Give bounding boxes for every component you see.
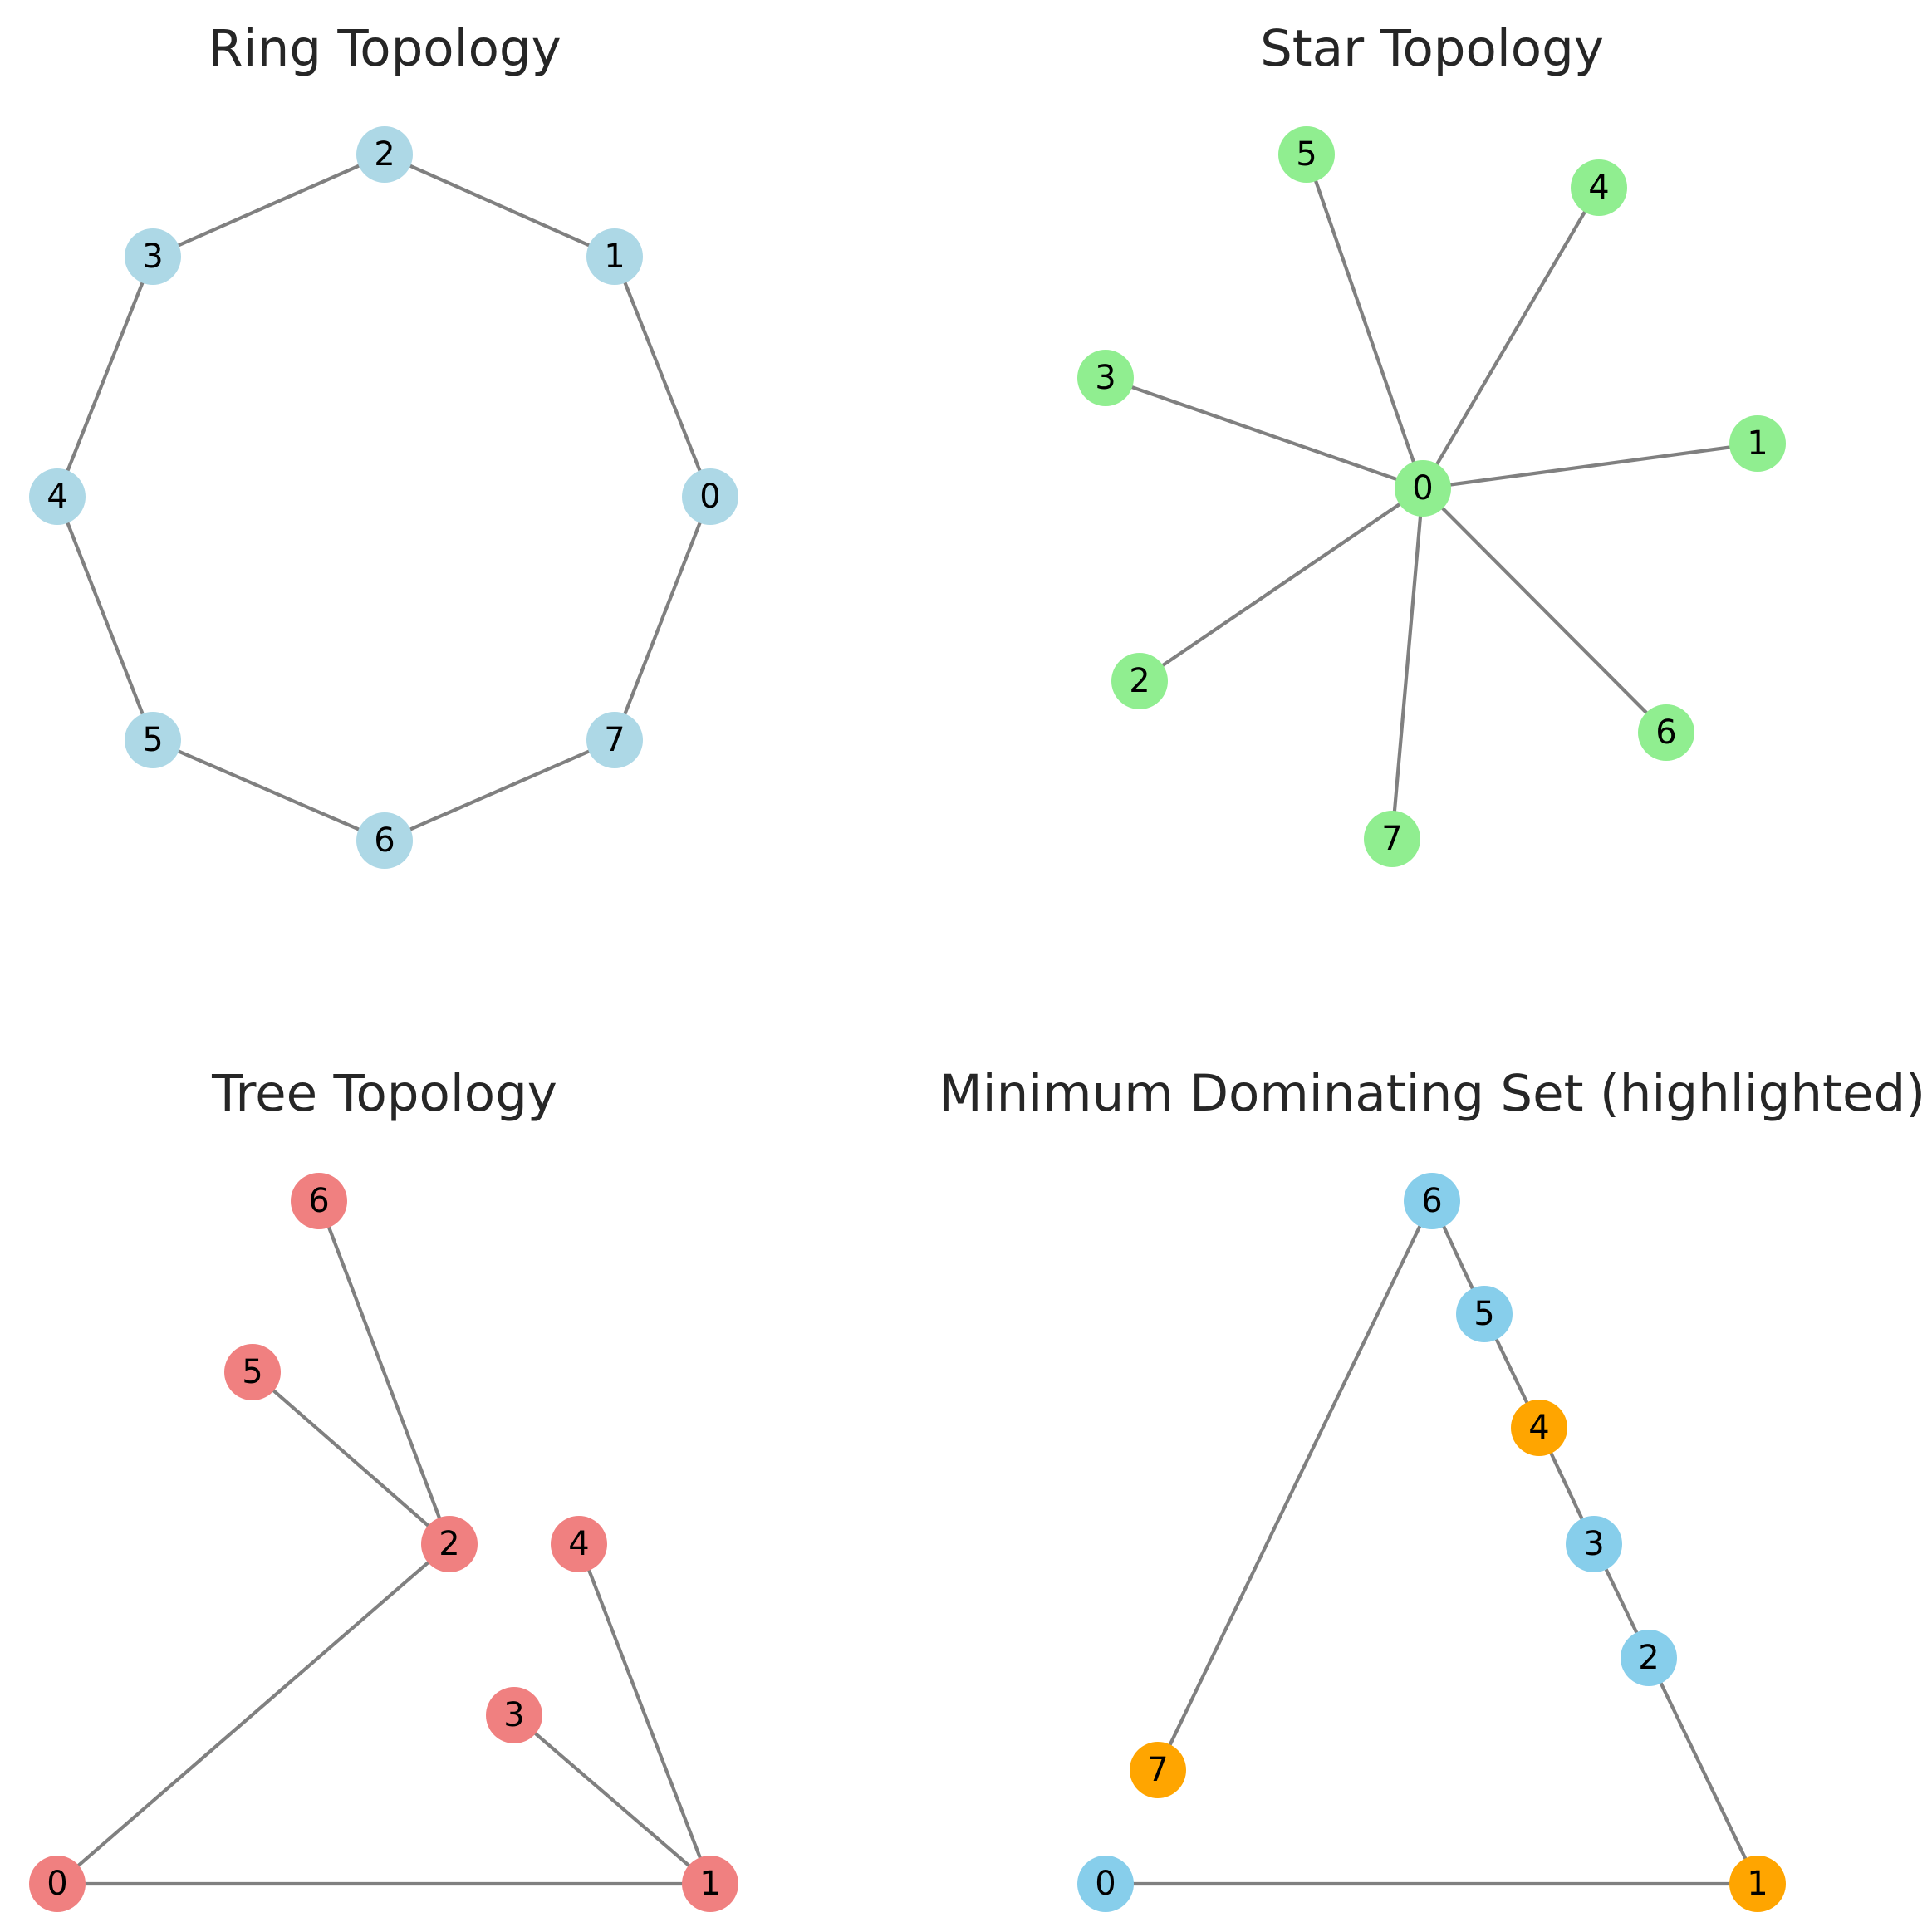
node-label-4: 4 <box>1588 169 1609 207</box>
node-label-1: 1 <box>699 1865 720 1903</box>
node-1 <box>586 228 643 285</box>
edge-4-5 <box>55 494 155 743</box>
node-2 <box>356 126 413 183</box>
ring-topology-title: Ring Topology <box>208 19 561 78</box>
node-label-1: 1 <box>1747 1865 1768 1903</box>
node-label-0: 0 <box>699 478 720 516</box>
node-label-6: 6 <box>1421 1182 1442 1220</box>
node-label-6: 6 <box>308 1182 329 1220</box>
edge-2-5 <box>250 1370 452 1547</box>
node-6 <box>1404 1173 1460 1229</box>
node-5 <box>125 712 181 768</box>
node-3 <box>1077 350 1134 406</box>
node-7 <box>1364 811 1420 867</box>
node-3 <box>125 228 181 285</box>
node-label-2: 2 <box>374 135 395 174</box>
node-3 <box>486 1687 542 1743</box>
node-4 <box>29 468 86 525</box>
node-label-2: 2 <box>1129 662 1150 700</box>
edge-0-7 <box>1390 486 1425 841</box>
edge-0-5 <box>1304 152 1425 491</box>
tree-topology-panel: Tree Topology 0 1 2 3 4 5 6 <box>29 1064 738 1912</box>
node-label-6: 6 <box>374 821 395 860</box>
edge-0-1 <box>1420 441 1760 491</box>
edge-0-2 <box>55 1542 452 1886</box>
node-label-7: 7 <box>604 721 625 759</box>
node-label-4: 4 <box>47 478 67 516</box>
edge-6-7 <box>382 738 617 843</box>
node-label-0: 0 <box>1412 469 1433 508</box>
node-label-4: 4 <box>568 1525 589 1563</box>
edge-2-3 <box>150 152 387 259</box>
node-0 <box>29 1856 86 1912</box>
node-label-1: 1 <box>1747 424 1768 463</box>
star-topology-panel: Star Topology 0 1 2 3 4 5 6 7 <box>1077 19 1786 867</box>
edge-2-6 <box>316 1199 452 1547</box>
dominating-set-panel: Minimum Dominating Set (highlighted) 0 1 2… <box>939 1064 1925 1912</box>
node-6 <box>356 812 413 869</box>
edge-1-2 <box>382 152 617 259</box>
edge-1-2 <box>1646 1655 1760 1886</box>
edge-0-4 <box>1420 185 1601 491</box>
node-label-2: 2 <box>439 1525 459 1563</box>
node-label-5: 5 <box>242 1353 262 1391</box>
ring-topology-panel: Ring Topology 0 1 2 3 4 5 6 7 <box>29 19 738 869</box>
node-label-3: 3 <box>1095 359 1116 397</box>
node-label-5: 5 <box>1296 135 1317 174</box>
node-2 <box>1111 653 1168 709</box>
node-label-3: 3 <box>142 238 163 276</box>
node-7 <box>586 712 643 768</box>
star-topology-title: Star Topology <box>1260 19 1604 78</box>
edge-1-4 <box>576 1542 713 1886</box>
node-label-7: 7 <box>1381 820 1402 858</box>
node-4 <box>1571 159 1627 216</box>
node-label-7: 7 <box>1147 1751 1168 1789</box>
node-3 <box>1566 1516 1622 1572</box>
dominating-set-title: Minimum Dominating Set (highlighted) <box>939 1064 1925 1123</box>
node-label-5: 5 <box>142 721 163 759</box>
edge-7-0 <box>612 494 713 743</box>
node-label-3: 3 <box>1583 1525 1604 1563</box>
node-5 <box>1456 1286 1513 1342</box>
highlighted-node-1 <box>1729 1856 1786 1912</box>
node-label-6: 6 <box>1655 713 1676 752</box>
node-2 <box>421 1516 478 1572</box>
node-4 <box>551 1516 607 1572</box>
edge-1-3 <box>512 1713 713 1886</box>
node-label-4: 4 <box>1528 1409 1549 1447</box>
node-0 <box>682 468 738 525</box>
edge-6-7 <box>1155 1199 1434 1773</box>
node-label-3: 3 <box>503 1696 524 1734</box>
edge-0-3 <box>1103 375 1425 491</box>
highlighted-node-4 <box>1511 1400 1567 1456</box>
edge-0-1 <box>612 254 713 499</box>
node-label-5: 5 <box>1474 1295 1494 1333</box>
node-5 <box>1278 126 1335 183</box>
node-6 <box>291 1173 347 1229</box>
edge-3-4 <box>55 254 155 499</box>
node-label-1: 1 <box>604 238 625 276</box>
node-0 <box>1395 460 1451 517</box>
edge-5-6 <box>150 738 387 843</box>
highlighted-node-7 <box>1130 1742 1186 1798</box>
node-1 <box>682 1856 738 1912</box>
node-1 <box>1729 415 1786 472</box>
node-label-2: 2 <box>1638 1639 1659 1677</box>
node-5 <box>224 1344 281 1400</box>
node-0 <box>1077 1856 1134 1912</box>
node-label-0: 0 <box>1095 1865 1116 1903</box>
edge-0-6 <box>1420 486 1669 735</box>
node-6 <box>1638 704 1694 761</box>
node-2 <box>1621 1630 1677 1686</box>
node-label-0: 0 <box>47 1865 67 1903</box>
tree-topology-title: Tree Topology <box>211 1064 557 1123</box>
edge-0-2 <box>1137 486 1425 684</box>
